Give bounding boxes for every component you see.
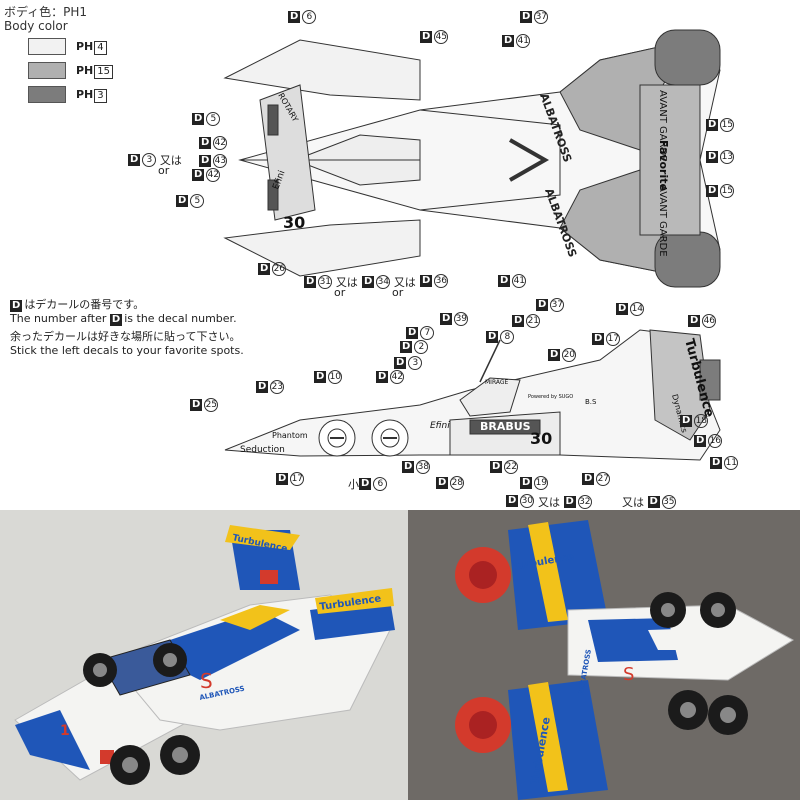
body-color-title: ボディ色：PH1 — [4, 5, 88, 19]
top-avant-garde-a: AVANT GARDE — [657, 90, 668, 162]
brick-car-right-illustration: Turbulence Turbulence ALBATROSS S — [408, 510, 800, 800]
side-efini: Efini — [430, 421, 450, 431]
note-line-4: Stick the left decals to your favorite s… — [10, 344, 244, 357]
color-swatch-ph4 — [28, 38, 66, 55]
right-photo-wheel-2 — [700, 592, 736, 628]
left-photo-wheel-4 — [160, 735, 200, 775]
side-phantom: Phantom — [272, 431, 308, 440]
top-or-label-b: or — [334, 286, 346, 299]
side-powered: Powered by SUGO — [528, 394, 573, 400]
right-photo-wheel-3 — [668, 690, 708, 730]
top-view-drawing: ALBATROSS ALBATROSS AVANT GARDE Favorite… — [223, 29, 721, 288]
brick-car-left-illustration: Turbulence Turbulence ALBATROSS S 1 — [0, 510, 408, 800]
top-number-30: 30 — [283, 213, 305, 232]
body-color-subtitle: Body color — [4, 19, 68, 33]
right-photo-wheel-1 — [650, 592, 686, 628]
side-or-label-b: or — [622, 506, 633, 510]
left-photo-wheel-1 — [83, 653, 117, 687]
left-photo-s-mark: S — [200, 669, 213, 693]
side-wheel-front — [318, 419, 356, 457]
side-wheel-rear — [371, 419, 409, 457]
left-photo-wheel-3 — [110, 745, 150, 785]
left-photo-wheel-2 — [153, 643, 187, 677]
right-photo-engine-top — [455, 547, 511, 603]
side-bs: B.S — [585, 398, 597, 406]
side-seduction: Seduction — [240, 445, 285, 455]
top-avant-garde-b: AVANT GARDE — [657, 185, 668, 257]
right-photo-wheel-4 — [708, 695, 748, 735]
side-number-30: 30 — [530, 429, 552, 448]
side-brabus: BRABUS — [480, 420, 531, 433]
photo-brick-car-left: Turbulence Turbulence ALBATROSS S 1 — [0, 510, 408, 800]
right-photo-s-mark: S — [623, 664, 634, 685]
side-or-label-a: or — [564, 506, 575, 510]
side-view-drawing: Turbulence BRABUS 30 Efini Phantom Seduc… — [224, 329, 721, 461]
color-swatch-ph15 — [28, 62, 66, 79]
color-swatch-ph3 — [28, 86, 66, 103]
top-or-label-c: or — [392, 286, 404, 299]
right-photo-engine-bottom — [455, 697, 511, 753]
side-mirage: MIRAGE — [485, 379, 509, 386]
note-line-3: 余ったデカールは好きな場所に貼って下さい。 — [10, 330, 241, 343]
photo-brick-car-right: Turbulence Turbulence ALBATROSS S — [408, 510, 800, 800]
top-or-label-a: or — [158, 164, 170, 177]
top-favorite: Favorite — [657, 140, 670, 191]
left-photo-number-1: 1 — [60, 723, 70, 739]
